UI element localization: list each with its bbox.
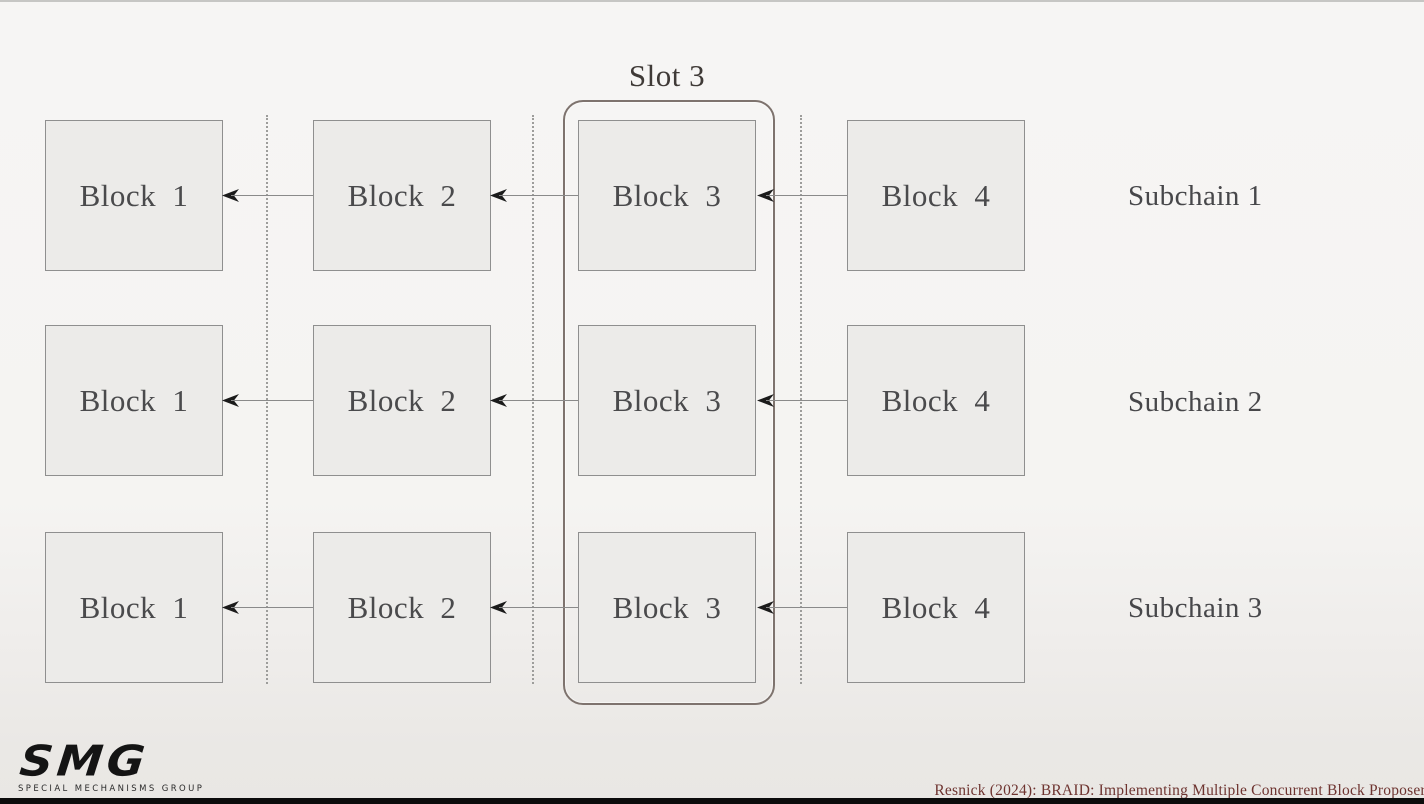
block-label: Block 2 (347, 382, 457, 418)
block-box-subchain3-block1: Block 1 (45, 532, 223, 683)
arrow-shaft (766, 194, 847, 196)
block-box-subchain2-block1: Block 1 (45, 325, 223, 476)
block-label: Block 4 (881, 382, 991, 418)
block-box-subchain1-block2: Block 2 (313, 120, 491, 271)
block-label: Block 1 (79, 589, 189, 625)
slot-label: Slot 3 (628, 58, 706, 93)
subchain-2-label: Subchain 2 (1128, 386, 1263, 418)
block-box-subchain1-block3: Block 3 (578, 120, 756, 271)
block-label: Block 4 (881, 177, 991, 213)
block-box-subchain3-block4: Block 4 (847, 532, 1025, 683)
arrow-block3-to-block2 (490, 601, 578, 614)
arrow-block2-to-block1 (222, 189, 313, 202)
smg-logo-text: SMG (17, 735, 152, 786)
block-label: Block 3 (612, 177, 722, 213)
arrow-shaft (499, 606, 578, 608)
block-box-subchain1-block1: Block 1 (45, 120, 223, 271)
arrow-block2-to-block1 (222, 601, 313, 614)
arrow-block3-to-block2 (490, 394, 578, 407)
arrow-shaft (499, 194, 578, 196)
block-box-subchain2-block3: Block 3 (578, 325, 756, 476)
citation-text: Resnick (2024): BRAID: Implementing Mult… (934, 782, 1424, 799)
arrow-shaft (766, 399, 847, 401)
arrow-shaft (499, 399, 578, 401)
block-label: Block 4 (881, 589, 991, 625)
block-box-subchain3-block3: Block 3 (578, 532, 756, 683)
arrow-shaft (231, 194, 313, 196)
block-label: Block 3 (612, 382, 722, 418)
arrow-shaft (766, 606, 847, 608)
slot-3-outline (563, 100, 775, 705)
block-label: Block 1 (79, 177, 189, 213)
arrow-block4-to-block3 (757, 394, 847, 407)
arrow-shaft (231, 399, 313, 401)
arrow-block3-to-block2 (490, 189, 578, 202)
block-box-subchain3-block2: Block 2 (313, 532, 491, 683)
arrow-block4-to-block3 (757, 189, 847, 202)
block-label: Block 2 (347, 589, 457, 625)
top-divider (0, 0, 1424, 2)
smg-logo: SMG SPECIAL MECHANISMS GROUP (17, 736, 238, 794)
block-label: Block 1 (79, 382, 189, 418)
bottom-bar (0, 798, 1424, 804)
subchain-1-label: Subchain 1 (1128, 180, 1263, 212)
block-box-subchain1-block4: Block 4 (847, 120, 1025, 271)
subchain-3-label: Subchain 3 (1128, 592, 1263, 624)
smg-logo-tagline: SPECIAL MECHANISMS GROUP (18, 784, 205, 794)
arrow-block4-to-block3 (757, 601, 847, 614)
block-label: Block 2 (347, 177, 457, 213)
arrow-block2-to-block1 (222, 394, 313, 407)
block-label: Block 3 (612, 589, 722, 625)
block-box-subchain2-block4: Block 4 (847, 325, 1025, 476)
arrow-shaft (231, 606, 313, 608)
block-box-subchain2-block2: Block 2 (313, 325, 491, 476)
